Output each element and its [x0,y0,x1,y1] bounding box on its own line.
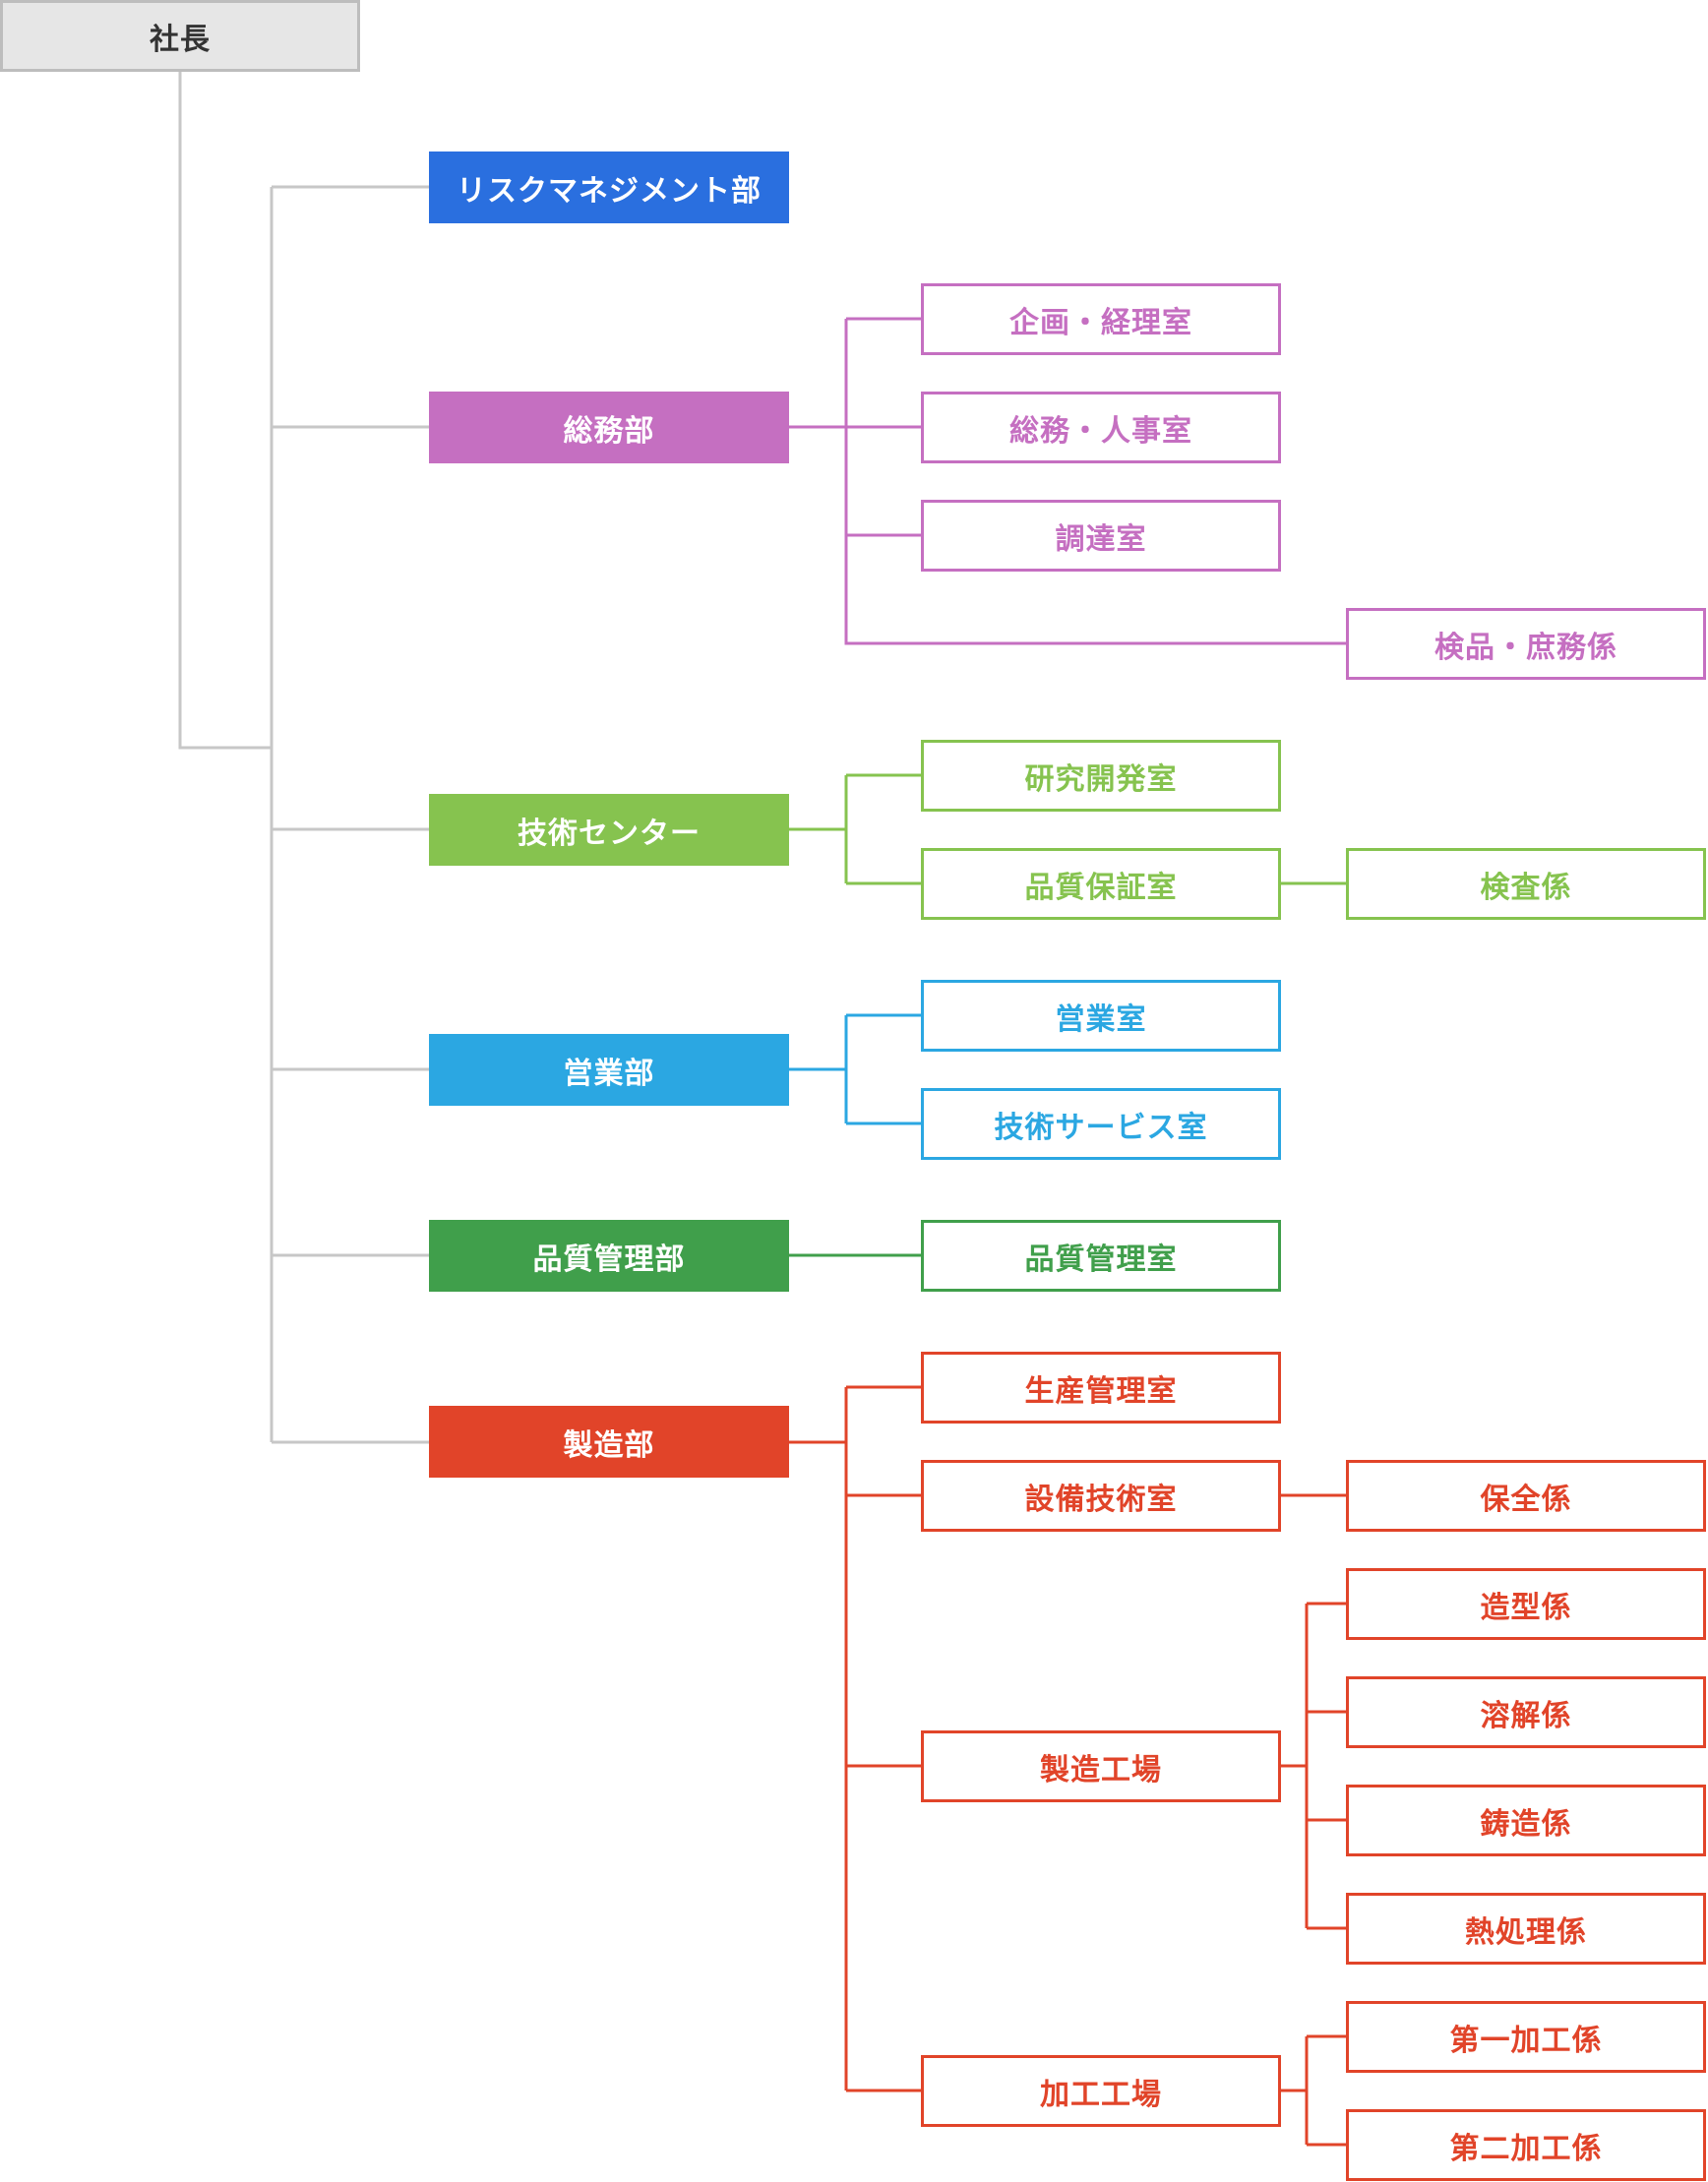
tech-center: 技術センター [429,794,789,866]
rnd-office: 研究開発室 [921,740,1281,812]
production-control-office: 生産管理室 [921,1352,1281,1424]
manufacturing-plant: 製造工場 [921,1730,1281,1802]
connector-line [178,71,272,750]
quality-control-dept: 品質管理部 [429,1220,789,1292]
machining-plant: 加工工場 [921,2055,1281,2127]
heat-treatment-section: 熱処理係 [1346,1893,1706,1965]
first-machining-section: 第一加工係 [1346,2001,1706,2073]
maintenance-section: 保全係 [1346,1460,1706,1532]
general-hr-office: 総務・人事室 [921,392,1281,463]
molding-section: 造型係 [1346,1568,1706,1640]
inspection-section: 検査係 [1346,848,1706,920]
equipment-engineering-office: 設備技術室 [921,1460,1281,1532]
planning-accounting-office: 企画・経理室 [921,283,1281,355]
general-affairs-dept: 総務部 [429,392,789,463]
procurement-office: 調達室 [921,500,1281,572]
president-box: 社長 [0,0,360,72]
quality-assurance-office: 品質保証室 [921,848,1281,920]
inspection-admin-section: 検品・庶務係 [1346,608,1706,680]
quality-control-office: 品質管理室 [921,1220,1281,1292]
tech-service-office: 技術サービス室 [921,1088,1281,1160]
connector-line [844,319,1346,645]
second-machining-section: 第二加工係 [1346,2109,1706,2181]
melting-section: 溶解係 [1346,1676,1706,1748]
casting-section: 鋳造係 [1346,1785,1706,1856]
risk-management-dept: リスクマネジメント部 [429,152,789,223]
manufacturing-dept: 製造部 [429,1406,789,1478]
sales-office: 営業室 [921,980,1281,1052]
sales-dept: 営業部 [429,1034,789,1106]
